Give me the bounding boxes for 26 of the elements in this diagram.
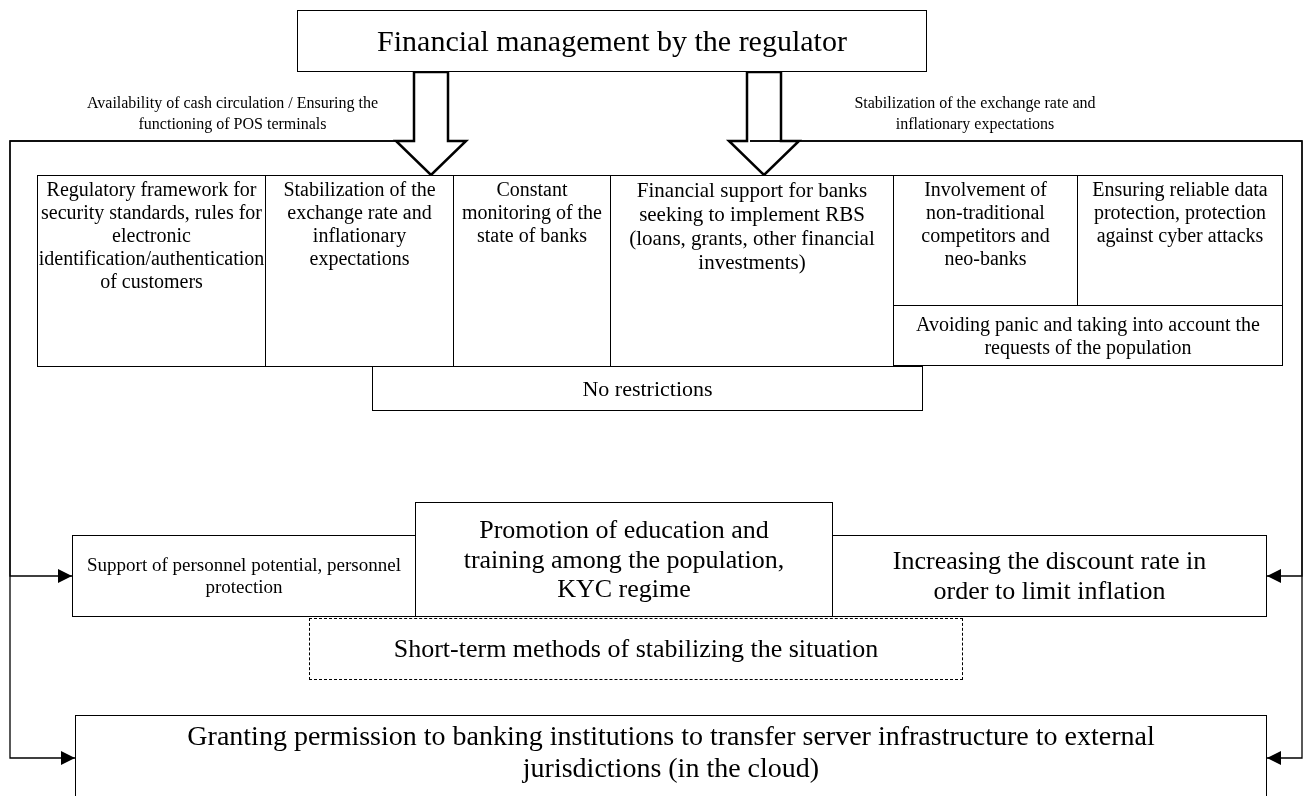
node-text: Involvement of non-traditional competitors and neo-banks <box>920 178 1051 270</box>
node-text: No restrictions <box>582 375 713 402</box>
node-text: Financial support for banks seeking to implement RBS (loans, grants, other financial investments) <box>628 178 876 275</box>
node-text: Regulatory framework for security standards, rules for electronic identification/authentication of customers <box>38 178 265 293</box>
process-box <box>265 175 454 367</box>
connector-arrow <box>749 140 1303 765</box>
node-text: Financial management by the regulator <box>377 23 847 59</box>
process-box <box>1077 175 1283 306</box>
node-text: Promotion of education and training among the population, KYC regime <box>462 514 786 605</box>
process-box <box>75 715 1267 796</box>
process-box <box>415 502 833 617</box>
node-text: Ensuring reliable data protection, protection against cyber attacks <box>1092 178 1268 247</box>
node-text: Granting permission to banking institutions to transfer server infrastructure to external jurisdictions (in the cloud) <box>186 720 1156 785</box>
process-box <box>37 175 266 367</box>
process-box <box>72 535 416 617</box>
node-text: Avoiding panic and taking into account the requests of the population <box>915 312 1261 359</box>
node-text: Stabilization of the exchange rate and inflationary expectations <box>282 178 437 270</box>
node-text: Support of personnel potential, personnel protection <box>86 554 402 598</box>
node-text: Short-term methods of stabilizing the situation <box>393 634 879 664</box>
node-text: Increasing the discount rate in order to limit inflation <box>891 546 1208 606</box>
process-box <box>893 305 1283 366</box>
dashed-box <box>309 618 963 680</box>
node-text: Constant monitoring of the state of banks <box>461 178 603 247</box>
process-box <box>372 366 923 411</box>
process-box <box>832 535 1267 617</box>
process-box <box>297 10 927 72</box>
